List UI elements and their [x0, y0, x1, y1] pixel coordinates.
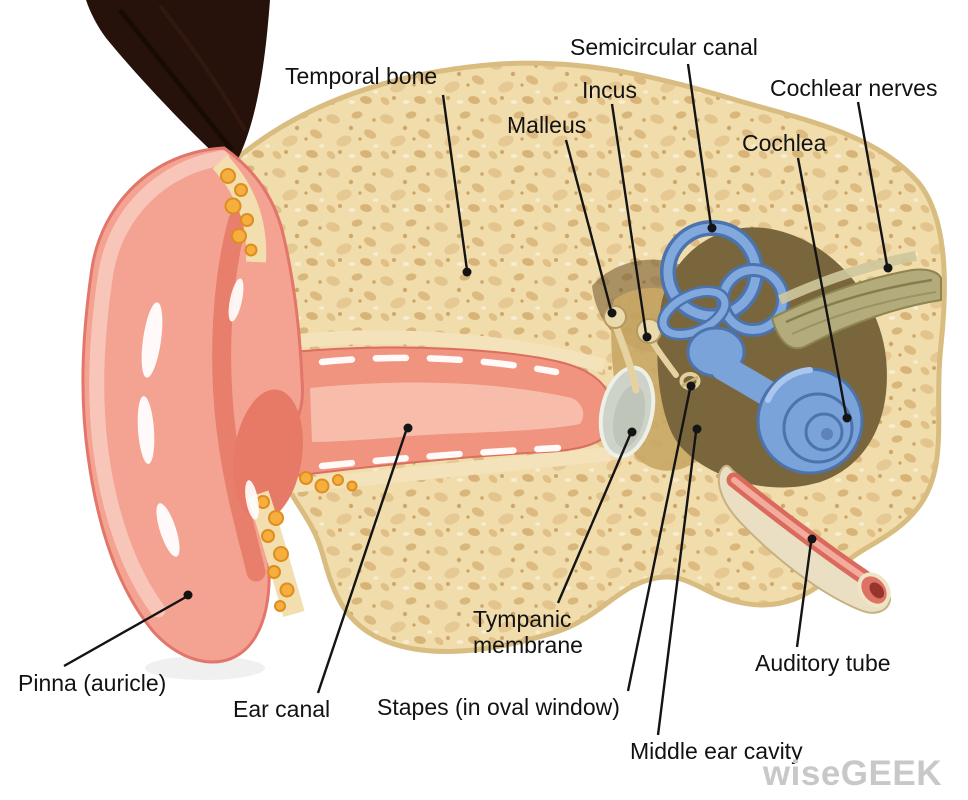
- label-stapes: Stapes (in oval window): [377, 694, 620, 720]
- leader-cochlear-nerves: [856, 101, 893, 273]
- label-auditory-tube: Auditory tube: [755, 650, 891, 676]
- label-semicircular-canal: Semicircular canal: [570, 34, 758, 60]
- watermark: wiseGEEK: [762, 754, 942, 793]
- label-pinna: Pinna (auricle): [18, 670, 167, 696]
- leader-middle-ear-cavity: [656, 424, 702, 736]
- label-cochlear-nerves: Cochlear nerves: [770, 75, 938, 101]
- tympanic-membrane-illustration: [598, 365, 656, 459]
- leader-temporal-bone: [441, 94, 472, 277]
- label-cochlea: Cochlea: [742, 130, 827, 156]
- leader-tympanic-membrane: [556, 427, 637, 604]
- skin-highlights: [137, 278, 259, 557]
- inner-ear-illustration: [657, 220, 864, 475]
- leader-auditory-tube: [795, 534, 817, 648]
- label-middle-ear-cavity: Middle ear cavity: [630, 738, 803, 764]
- label-ear-canal: Ear canal: [233, 696, 331, 722]
- semicircular-canals: [657, 220, 790, 341]
- label-tympanic-membrane: Tympanic membrane: [473, 606, 583, 659]
- label-malleus: Malleus: [507, 112, 587, 138]
- leader-cochlea: [796, 157, 852, 423]
- leader-incus: [610, 103, 652, 342]
- label-temporal-bone: Temporal bone: [285, 63, 438, 89]
- leader-ear-canal: [316, 423, 413, 694]
- auditory-tube-illustration: [717, 464, 892, 614]
- label-incus: Incus: [582, 77, 637, 103]
- hair: [86, 0, 270, 170]
- leader-malleus: [564, 139, 617, 318]
- ear-canal-illustration: [287, 330, 614, 493]
- leader-lines: [63, 63, 893, 736]
- cochlea-spiral: [756, 367, 864, 475]
- fat-tissue-dots: [220, 168, 358, 612]
- leader-semicircular-canal: [686, 63, 717, 233]
- leader-pinna: [63, 590, 193, 668]
- pinna-illustration: [81, 146, 358, 680]
- cochlear-nerves-illustration: [770, 251, 942, 350]
- leader-stapes: [626, 381, 696, 692]
